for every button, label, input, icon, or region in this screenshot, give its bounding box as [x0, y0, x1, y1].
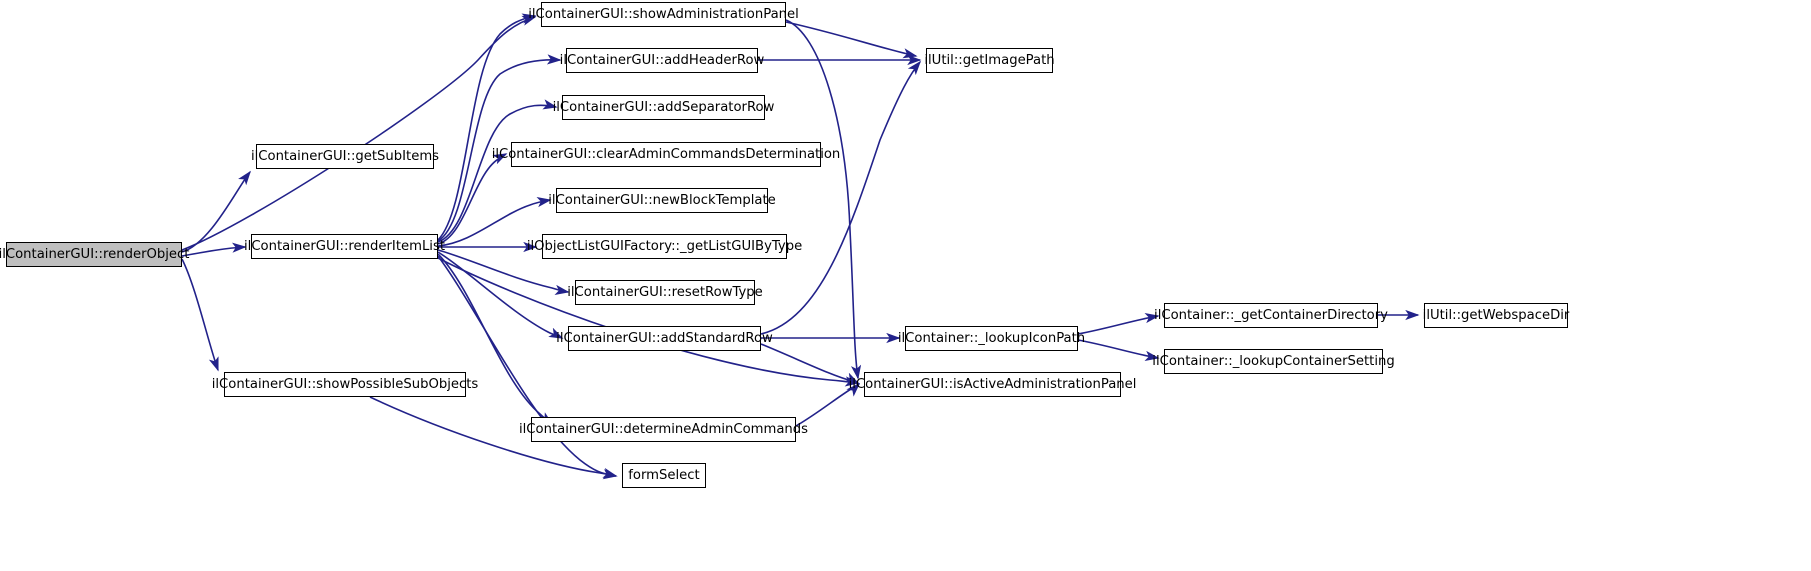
node-clearAdminCommands[interactable]: ilContainerGUI::clearAdminCommandsDeterm… — [492, 142, 840, 167]
node-label-showPossibleSubObjects: ilContainerGUI::showPossibleSubObjects — [211, 376, 479, 392]
node-label-determineAdminCommands: ilContainerGUI::determineAdminCommands — [518, 421, 809, 437]
node-label-getSubItems: ilContainerGUI::getSubItems — [250, 148, 440, 164]
edge-renderObject-to-showAdministrationPanel — [181, 15, 537, 251]
node-label-lookupContainerSetting: ilContainer::_lookupContainerSetting — [1152, 353, 1395, 369]
edge-renderItemList-to-isActiveAdminPanel — [437, 257, 860, 387]
node-label-getContainerDirectory: ilContainer::_getContainerDirectory — [1154, 307, 1388, 323]
node-getWebspaceDir[interactable]: ilUtil::getWebspaceDir — [1423, 303, 1569, 328]
node-addSeparatorRow[interactable]: ilContainerGUI::addSeparatorRow — [553, 95, 774, 120]
edge-renderObject-to-showPossibleSubObjects — [181, 258, 219, 372]
node-label-getWebspaceDir: ilUtil::getWebspaceDir — [1422, 307, 1570, 323]
node-label-resetRowType: ilContainerGUI::resetRowType — [567, 284, 763, 300]
node-label-isActiveAdminPanel: ilContainerGUI::isActiveAdministrationPa… — [848, 376, 1137, 392]
node-getSubItems[interactable]: ilContainerGUI::getSubItems — [251, 144, 439, 169]
node-label-showAdministrationPanel: ilContainerGUI::showAdministrationPanel — [528, 6, 799, 22]
node-label-addStandardRow: ilContainerGUI::addStandardRow — [556, 330, 773, 346]
node-lookupContainerSetting[interactable]: ilContainer::_lookupContainerSetting — [1152, 349, 1395, 374]
node-label-getListGUIByType: ilObjectListGUIFactory::_getListGUIByTyp… — [526, 238, 803, 254]
edge-renderItemList-to-addStandardRow — [437, 251, 564, 339]
node-label-renderItemList: ilContainerGUI::renderItemList — [244, 238, 445, 254]
edge-renderItemList-to-addSeparatorRow — [437, 99, 558, 243]
node-showAdministrationPanel[interactable]: ilContainerGUI::showAdministrationPanel — [528, 2, 799, 27]
node-label-getImagePath: ilUtil::getImagePath — [924, 52, 1055, 68]
edge-renderItemList-to-showAdministrationPanel — [437, 13, 537, 241]
node-renderItemList[interactable]: ilContainerGUI::renderItemList — [244, 234, 445, 259]
edge-showAdministrationPanel-to-isActiveAdminPanel — [785, 19, 862, 380]
node-label-addHeaderRow: ilContainerGUI::addHeaderRow — [559, 52, 765, 68]
node-label-clearAdminCommands: ilContainerGUI::clearAdminCommandsDeterm… — [491, 146, 841, 162]
node-resetRowType[interactable]: ilContainerGUI::resetRowType — [567, 280, 763, 305]
node-label-renderObject: ilContainerGUI::renderObject — [0, 246, 190, 262]
edge-renderItemList-to-determineAdminCommands — [437, 253, 554, 425]
node-label-addSeparatorRow: ilContainerGUI::addSeparatorRow — [552, 99, 775, 115]
node-getImagePath[interactable]: ilUtil::getImagePath — [924, 48, 1055, 73]
node-isActiveAdminPanel[interactable]: ilContainerGUI::isActiveAdministrationPa… — [849, 372, 1136, 397]
node-label-newBlockTemplate: ilContainerGUI::newBlockTemplate — [548, 192, 776, 208]
node-label-formSelect: formSelect — [628, 467, 700, 483]
node-showPossibleSubObjects[interactable]: ilContainerGUI::showPossibleSubObjects — [212, 372, 478, 397]
node-formSelect[interactable]: formSelect — [622, 463, 706, 488]
node-getListGUIByType[interactable]: ilObjectListGUIFactory::_getListGUIByTyp… — [527, 234, 802, 259]
node-determineAdminCommands[interactable]: ilContainerGUI::determineAdminCommands — [519, 417, 808, 442]
edge-renderItemList-to-clearAdminCommands — [437, 153, 508, 245]
node-lookupIconPath[interactable]: ilContainer::_lookupIconPath — [898, 326, 1085, 351]
node-getContainerDirectory[interactable]: ilContainer::_getContainerDirectory — [1154, 303, 1388, 328]
node-label-lookupIconPath: ilContainer::_lookupIconPath — [897, 330, 1086, 346]
node-newBlockTemplate[interactable]: ilContainerGUI::newBlockTemplate — [548, 188, 776, 213]
edge-addStandardRow-to-getImagePath — [760, 60, 922, 335]
edge-showAdministrationPanel-to-getImagePath — [785, 21, 918, 59]
node-addHeaderRow[interactable]: ilContainerGUI::addHeaderRow — [560, 48, 764, 73]
node-renderObject[interactable]: ilContainerGUI::renderObject — [0, 242, 189, 267]
node-addStandardRow[interactable]: ilContainerGUI::addStandardRow — [556, 326, 773, 351]
